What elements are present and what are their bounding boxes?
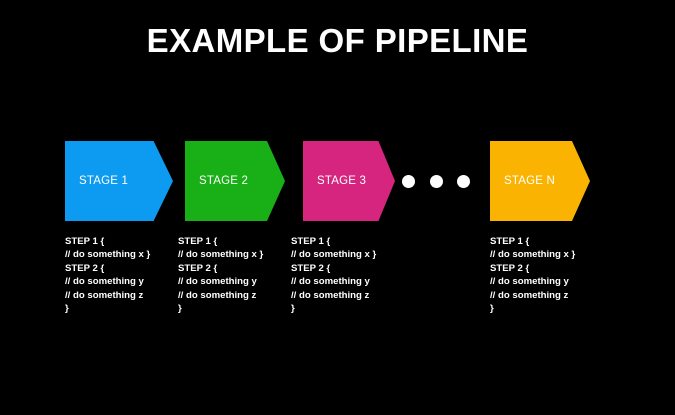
code-line: } [490,303,494,315]
pipeline-stage-2-label: STAGE 2 [199,175,249,187]
code-line: STEP 1 { [490,236,530,247]
stage-3-code-block: STEP 1 { // do something x } STEP 2 { //… [291,235,376,315]
code-line: // do something x } [65,249,151,261]
code-line: // do something x } [178,249,264,261]
code-line: STEP 1 { [178,236,218,247]
code-line: } [291,303,295,315]
stage-2-code-block: STEP 1 { // do something x } STEP 2 { //… [178,235,263,315]
pipeline-stage-2[interactable]: STAGE 2 [185,141,285,221]
code-line: STEP 2 { [490,262,530,274]
code-line: // do something y [490,276,569,288]
code-line: STEP 1 { [65,236,105,247]
pipeline-stage-3-label: STAGE 3 [317,175,367,187]
chevron-shape-icon [490,141,590,221]
code-line: // do something x } [490,249,576,261]
stage-n-code-block: STEP 1 { // do something x } STEP 2 { //… [490,235,575,315]
code-line: // do something x } [291,249,377,261]
page-title: EXAMPLE OF PIPELINE [146,22,529,59]
code-line: } [178,303,182,315]
code-line: // do something z [65,289,144,301]
code-line: // do something y [291,276,370,288]
code-line: // do something y [65,276,144,288]
code-line: STEP 2 { [291,262,331,274]
code-line: STEP 2 { [65,262,105,274]
pipeline-stage-1[interactable]: STAGE 1 [65,141,173,221]
code-line: STEP 1 { [291,236,331,247]
ellipsis-dot [402,175,415,188]
code-line: // do something z [490,289,569,301]
code-line: // do something y [178,276,257,288]
ellipsis-dots-icon [402,175,474,189]
code-line: } [65,303,69,315]
code-line: STEP 2 { [178,262,218,274]
chevron-shape-icon [185,141,285,221]
ellipsis-dot [430,175,443,188]
code-line: // do something z [291,289,370,301]
chevron-shape-icon [303,141,395,221]
pipeline-stage-1-label: STAGE 1 [79,175,129,187]
pipeline-stage-n[interactable]: STAGE N [490,141,590,221]
code-line: // do something z [178,289,257,301]
ellipsis-dot [457,175,470,188]
pipeline-stage-3[interactable]: STAGE 3 [303,141,395,221]
chevron-shape-icon [65,141,173,221]
stage-1-code-block: STEP 1 { // do something x } STEP 2 { //… [65,235,150,315]
pipeline-stage-n-label: STAGE N [504,175,556,187]
